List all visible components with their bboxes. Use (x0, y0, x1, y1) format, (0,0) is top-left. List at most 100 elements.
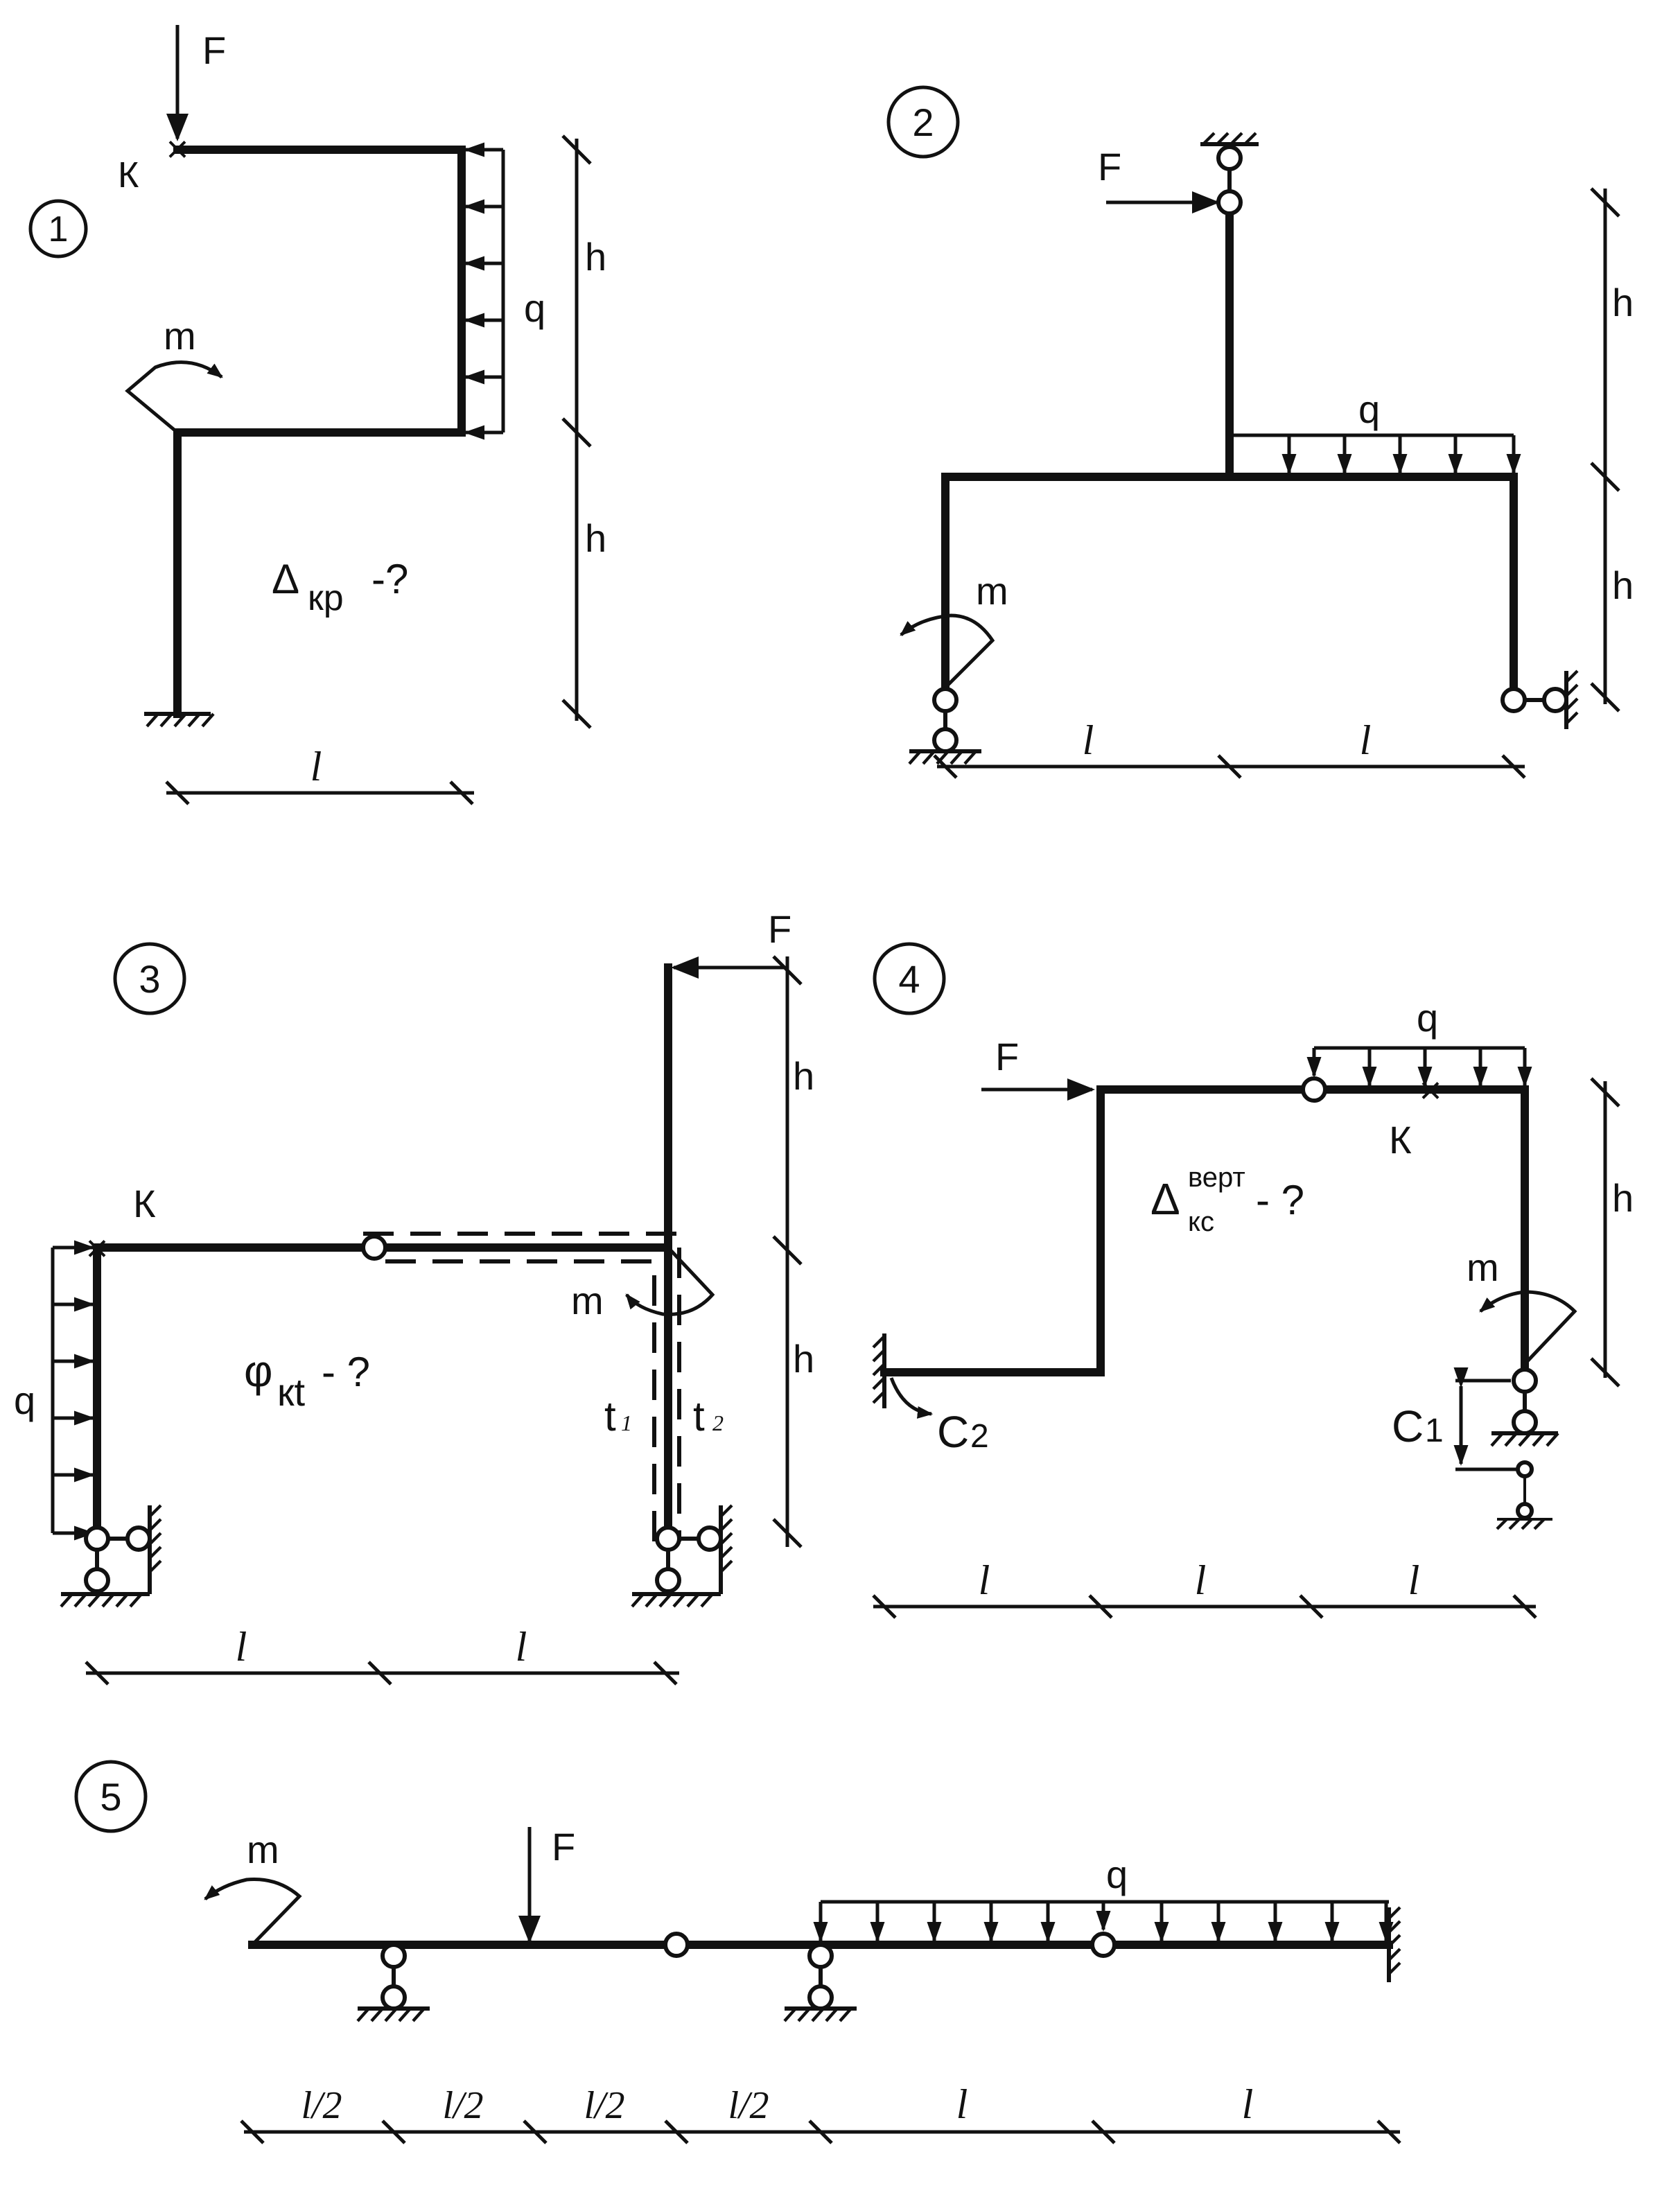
scheme-1-dimension-h-lower: h (585, 516, 606, 560)
scheme-1-dimension-l: l (310, 744, 322, 789)
scheme-3-temperature-t2-letter: t (693, 1393, 705, 1440)
scheme-1-question-suffix: -? (371, 556, 408, 602)
scheme-3-moment-m-arrow (625, 1246, 715, 1316)
scheme-1-vertical-dimension-ticks (561, 134, 592, 729)
scheme-2-load-q-label: q (1358, 387, 1380, 431)
scheme-3-horizontal-dimension-ticks (85, 1661, 678, 1686)
scheme-5-support-1-hinge (380, 1943, 407, 1969)
scheme-2-top-hinge (1216, 189, 1243, 216)
scheme-2-dimension-l-right: l (1360, 717, 1372, 763)
scheme-4-settled-ground-hatch (1496, 1518, 1546, 1530)
scheme-3-point-k-label: К (133, 1182, 156, 1225)
scheme-3-question-suffix: - ? (322, 1349, 370, 1395)
scheme-3-temperature-outline-outer (363, 1232, 681, 1541)
scheme-4-settled-hinge (1516, 1460, 1534, 1478)
scheme-1-number-circle (28, 199, 88, 259)
scheme-2-left-support-hinge (932, 727, 959, 753)
scheme-2: 2 F q (886, 85, 1634, 779)
scheme-4-dimension-h: h (1612, 1176, 1634, 1220)
scheme-5-support-1-base-hinge (380, 1984, 407, 2011)
scheme-4-moment-m-arrow (1479, 1290, 1577, 1365)
scheme-3-dimension-l-right: l (516, 1624, 527, 1670)
scheme-3-number-circle (113, 942, 186, 1015)
scheme-4-settlement-c1-letter: С (1392, 1401, 1424, 1451)
scheme-3-right-ground-hatch (631, 1593, 714, 1608)
scheme-5-support-2-base-hinge (807, 1984, 834, 2011)
scheme-3-right-wall-hatch (719, 1504, 733, 1573)
scheme-3-question-symbol: φ (244, 1346, 273, 1396)
scheme-3: 3 × К q F m t 1 t 2 φ к (14, 907, 814, 1686)
scheme-5-moment-m-arrow (204, 1878, 302, 1946)
scheme-3-right-beam (381, 1243, 672, 1543)
scheme-5-right-wall-hatch (1388, 1906, 1401, 1975)
scheme-5-support-2-hatch (783, 2007, 852, 2022)
scheme-2-dimension-l-left: l (1083, 717, 1094, 763)
scheme-2-dimension-h-upper: h (1612, 281, 1634, 324)
scheme-1-moment-m-label: m (164, 314, 196, 358)
scheme-4-number: 4 (898, 957, 920, 1001)
scheme-4-horizontal-dimension-ticks (872, 1594, 1537, 1619)
scheme-4-rotation-c2-letter: С (937, 1407, 969, 1457)
scheme-1-moment-m-arrow (125, 360, 223, 434)
scheme-3-left-h-support-hinge (125, 1525, 152, 1552)
scheme-2-right-support-hinge (1542, 687, 1568, 713)
scheme-1-question-symbol: Δ (272, 556, 299, 602)
scheme-4-point-k-cross: × (1419, 1068, 1442, 1112)
scheme-4-right-frame (1321, 1085, 1529, 1376)
scheme-5-moment-m-label: m (247, 1828, 279, 1871)
scheme-2-top-support-hinge (1216, 145, 1243, 171)
scheme-3-left-wall-hatch (148, 1504, 162, 1573)
scheme-4-question-suffix: - ? (1256, 1177, 1304, 1223)
scheme-2-right-hinge (1500, 687, 1527, 713)
scheme-5-dimension-l-half-1: l/2 (301, 2084, 342, 2127)
scheme-2-number-circle (886, 85, 960, 159)
scheme-4-dimension-l-3: l (1408, 1557, 1420, 1603)
scheme-4-point-k-label: К (1389, 1118, 1412, 1162)
scheme-2-load-q-arrows (1281, 435, 1521, 475)
scheme-3-left-v-support-hinge (84, 1567, 110, 1593)
scheme-4-dimension-l-2: l (1195, 1557, 1207, 1603)
scheme-1-support-hatch (146, 712, 215, 728)
scheme-3-left-frame (93, 1243, 367, 1543)
scheme-5: 5 m F (74, 1760, 1401, 2144)
scheme-1-frame (173, 146, 466, 718)
scheme-3-dimension-l-left: l (236, 1624, 247, 1670)
scheme-5-dimension-l-2: l (1242, 2081, 1254, 2127)
scheme-5-number: 5 (100, 1775, 121, 1819)
scheme-1-force-f-label: F (202, 28, 226, 72)
scheme-1-load-q-label: q (524, 286, 545, 330)
scheme-5-force-f-label: F (552, 1825, 575, 1869)
scheme-1-point-k-label: К (118, 155, 139, 195)
scheme-3-vertical-dimension-ticks (772, 955, 803, 1548)
scheme-4-dimension-l-1: l (979, 1557, 990, 1603)
scheme-2-moment-m-label: m (976, 569, 1008, 613)
scheme-4-question-subscript: кс (1188, 1207, 1214, 1237)
scheme-3-dimension-h-lower: h (793, 1337, 814, 1381)
scheme-5-hinge-1 (663, 1932, 690, 1958)
scheme-4-beam-hinge (1301, 1076, 1327, 1103)
scheme-3-temperature-t1-letter: t (604, 1393, 616, 1440)
scheme-5-number-circle (74, 1760, 148, 1833)
scheme-3-moment-m-label: m (571, 1279, 604, 1322)
scheme-4-settlement-c1-sub: 1 (1425, 1413, 1444, 1449)
scheme-3-right-v-support-hinge (655, 1567, 681, 1593)
scheme-1-load-q-arrows (464, 142, 503, 440)
scheme-1-horizontal-dimension-ticks (165, 780, 474, 805)
scheme-4-right-ground-hatch (1490, 1432, 1559, 1447)
scheme-5-dimension-l-half-2: l/2 (442, 2084, 483, 2127)
scheme-4-load-q-arrows (1306, 1048, 1532, 1087)
scheme-3-left-hinge (84, 1525, 110, 1552)
scheme-3-load-q-arrows (53, 1240, 95, 1541)
scheme-3-number: 3 (139, 957, 160, 1001)
scheme-3-question-subscript: кt (277, 1370, 306, 1414)
scheme-4-question-symbol: Δ (1150, 1174, 1180, 1224)
scheme-3-left-ground-hatch (60, 1593, 143, 1608)
scheme-2-horizontal-dimension-ticks (933, 754, 1526, 779)
scheme-1: 1 × К F q m Δ кр -? (28, 25, 606, 805)
scheme-4-load-q-label: q (1417, 996, 1438, 1040)
scheme-2-moment-m-arrow (900, 613, 995, 689)
scheme-1-question-subscript: кр (308, 578, 344, 618)
scheme-3-right-h-support-hinge (697, 1525, 723, 1552)
scheme-4-left-frame (880, 1085, 1307, 1376)
scheme-4-right-support-hinge (1512, 1409, 1538, 1435)
